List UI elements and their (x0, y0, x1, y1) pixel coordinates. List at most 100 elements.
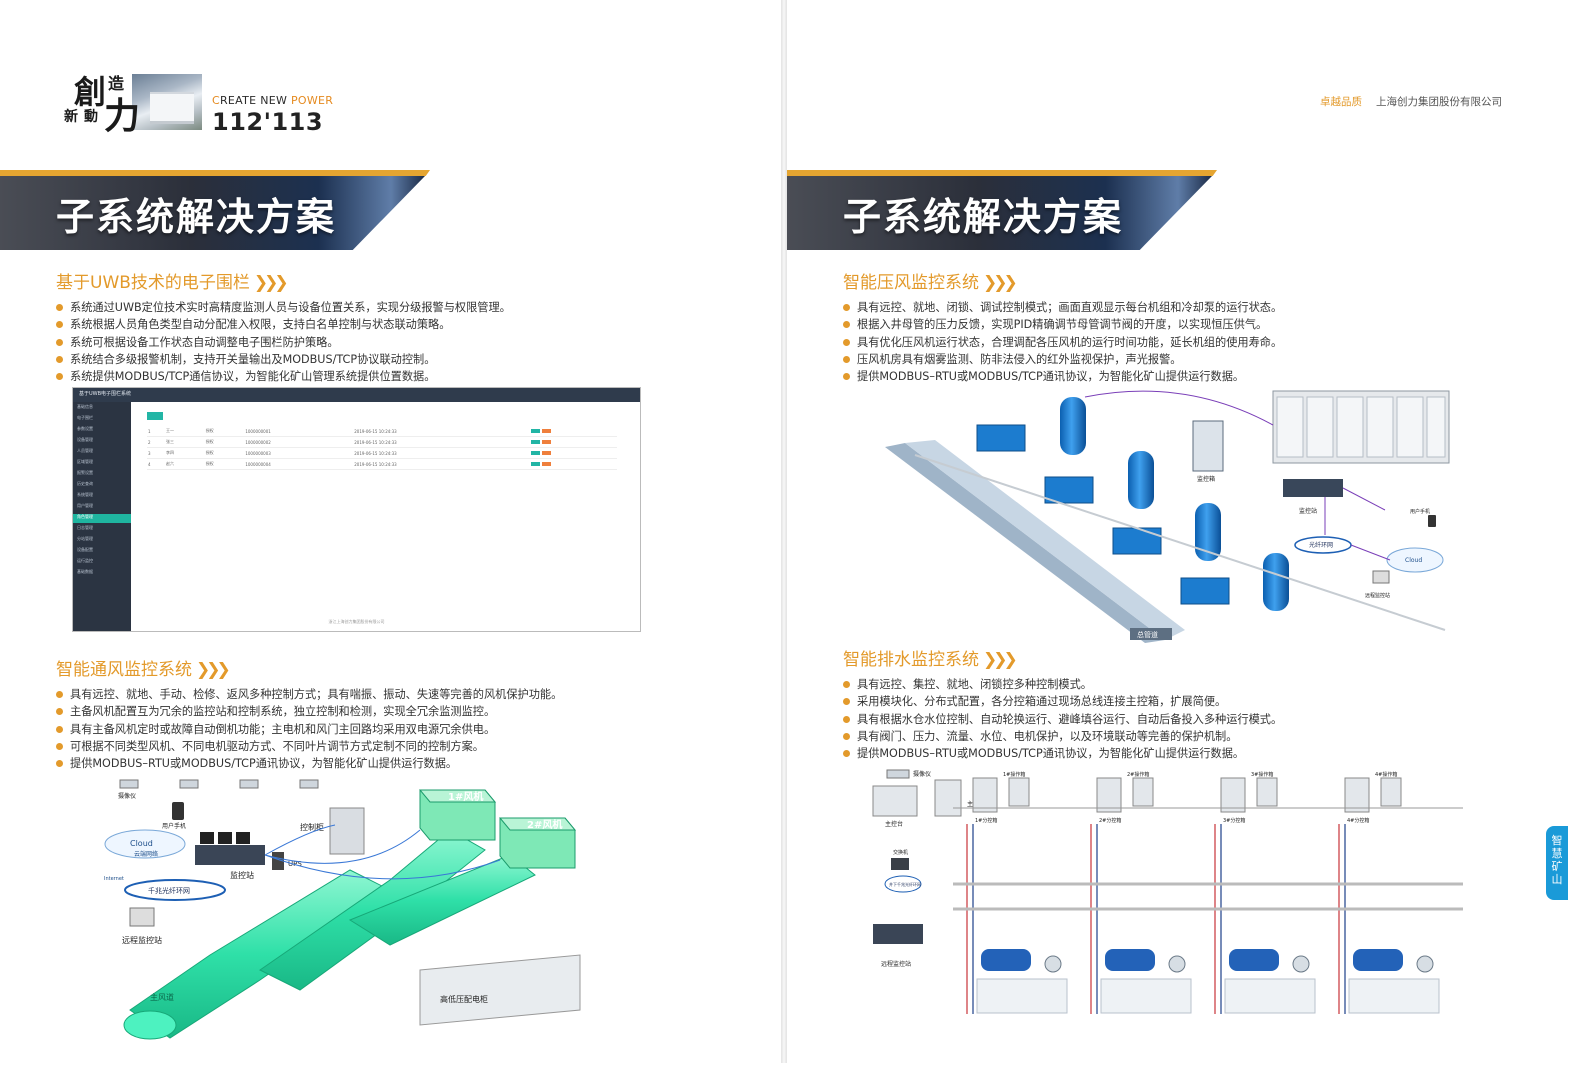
table-cell: 2019-06-15 10:24:33 (353, 447, 530, 459)
admin-menu-item: 电子围栏 (77, 415, 93, 420)
table-cell: 1000000004 (244, 458, 354, 470)
svg-text:光纤环网: 光纤环网 (1309, 541, 1333, 549)
svg-text:2#风机: 2#风机 (527, 818, 562, 831)
svg-text:用户手机: 用户手机 (1410, 508, 1430, 515)
row-actions (529, 436, 617, 448)
svg-text:远程监控站: 远程监控站 (1365, 592, 1390, 599)
bullet-item: 具有优化压风机运行状态，合理调配各压风机的运行时间功能，延长机组的使用寿命。 (843, 334, 1543, 351)
section-title: 智能通风监控系统❯❯❯ (56, 660, 231, 680)
logo-char: 動 (84, 109, 98, 125)
table-cell: 1000000001 (244, 426, 354, 437)
svg-text:控制柜: 控制柜 (300, 822, 324, 832)
air-tank (1195, 503, 1221, 561)
svg-text:主控台: 主控台 (885, 820, 903, 828)
svg-text:监控箱: 监控箱 (1197, 475, 1215, 483)
svg-text:监控站: 监控站 (1299, 507, 1317, 515)
app-title: 基于UWB电子围栏系统 (79, 391, 132, 397)
main-console (872, 785, 918, 817)
branch-duct (259, 829, 486, 991)
svg-text:1#操作箱: 1#操作箱 (1003, 771, 1025, 778)
cloud-icon (104, 829, 186, 859)
admin-menu-item: 分站管理 (77, 536, 93, 541)
drainage-section: 智能排水监控系统❯❯❯ 具有远控、集控、就地、闭锁控多种控制模式。 采用模块化、… (843, 645, 1543, 762)
logo-char: 新 (64, 109, 78, 125)
bullet-item: 具有阀门、压力、流量、水位、电机保护，以及环境联动等完善的保护机制。 (843, 728, 1543, 745)
table-cell: 李四 (165, 447, 205, 459)
camera-icon (179, 779, 199, 789)
bullet-item: 具有远控、就地、闭锁、调试控制模式；画面直观显示每台机组和冷却泵的运行状态。 (843, 299, 1543, 316)
svg-text:4#操作箱: 4#操作箱 (1375, 771, 1397, 778)
admin-menu-item: 设备管理 (77, 437, 93, 442)
camera-icon (119, 779, 139, 789)
main-control-box (934, 779, 962, 817)
row-actions (529, 458, 617, 470)
fan-1: 1#风机 (418, 789, 497, 841)
svg-text:1#风机: 1#风机 (448, 790, 483, 803)
section-title: 智能排水监控系统❯❯❯ (843, 650, 1018, 670)
table-cell: 2 (147, 436, 166, 448)
section-banner: 子系统解决方案 (787, 170, 1217, 250)
admin-menu-item: 日志管理 (77, 525, 93, 530)
bullet-item: 系统结合多级报警机制，支持开关量输出及MODBUS/TCP协议联动控制。 (56, 351, 756, 368)
main-pipe-trench (885, 443, 1165, 643)
svg-text:交换机: 交换机 (893, 849, 908, 856)
pump-column: 4#分控箱 4#操作箱 (1338, 771, 1440, 1014)
building-photo (132, 74, 202, 130)
svg-text:UPS: UPS (288, 860, 302, 868)
svg-text:4#分控箱: 4#分控箱 (1347, 817, 1369, 824)
compressor-diagram: 总管道 监控箱 监控站 光纤环网 Cloud 用户手机 远程监控站 (885, 385, 1455, 645)
remote-station (873, 924, 923, 944)
section-title: 基于UWB技术的电子围栏❯❯❯ (56, 273, 289, 293)
bullet-item: 系统提供MODBUS/TCP通信协议，为智能化矿山管理系统提供位置数据。 (56, 368, 756, 385)
bullet-item: 系统根据人员角色类型自动分配准入权限，支持白名单控制与状态联动策略。 (56, 316, 756, 333)
drainage-diagram: 摄像仪 主控台 主控箱 交换机 井下千兆光纤环网 远程监控站 1#分控箱1#操作… (863, 764, 1473, 1020)
banner-title: 子系统解决方案 (56, 195, 337, 239)
svg-text:2#分控箱: 2#分控箱 (1099, 817, 1121, 824)
svg-text:3#分控箱: 3#分控箱 (1223, 817, 1245, 824)
ups-unit (272, 852, 284, 870)
bullet-item: 提供MODBUS–RTU或MODBUS/TCP通讯协议，为智能化矿山提供运行数据… (843, 745, 1543, 762)
ventilation-section: 智能通风监控系统❯❯❯ 具有远控、就地、手动、检修、返风多种控制方式；具有喘振、… (56, 655, 756, 772)
control-box (1192, 420, 1224, 472)
table-cell: 张三 (165, 436, 205, 448)
table-cell: 2019-06-15 10:24:33 (353, 426, 530, 437)
row-actions (529, 447, 617, 459)
air-tank (1060, 397, 1086, 455)
uwb-admin-screenshot: 基于UWB电子围栏系统 基础信息电子围栏参数设置设备管理人员管理区域管理报警设置… (72, 387, 641, 632)
compressor-unit (1112, 527, 1162, 555)
switch-icon (891, 858, 909, 870)
admin-menu-item: 基础数据 (77, 569, 93, 574)
admin-menu-item: 设备配置 (77, 547, 93, 552)
logo-tagline: CREATE NEW POWER (212, 94, 334, 107)
right-page: 卓越品质上海创力集团股份有限公司 子系统解决方案 智能压风监控系统❯❯❯ 具有远… (787, 0, 1568, 1063)
bullet-item: 压风机房具有烟雾监测、防非法侵入的红外监视保护，声光报警。 (843, 351, 1543, 368)
bullet-item: 采用模块化、分布式配置，各分控箱通过现场总线连接主控箱，扩展简便。 (843, 693, 1543, 710)
bullet-list: 具有远控、就地、闭锁、调试控制模式；画面直观显示每台机组和冷却泵的运行状态。 根… (843, 299, 1543, 385)
svg-text:千兆光纤环网: 千兆光纤环网 (148, 886, 190, 895)
phone-icon (1428, 515, 1436, 527)
left-page: 創 造 新 動 力 CREATE NEW POWER 112'113 子系统解决… (0, 0, 781, 1063)
bullet-item: 具有主备风机定时或故障自动倒机功能；主电机和风门主回路均采用双电源冗余供电。 (56, 721, 756, 738)
table-cell: 4 (147, 458, 166, 470)
table-cell: 3 (147, 447, 166, 459)
table-cell: 1000000003 (244, 447, 354, 459)
ring-net (884, 875, 922, 893)
svg-text:远程监控站: 远程监控站 (122, 935, 162, 945)
bullet-list: 系统通过UWB定位技术实时高精度监测人员与设备位置关系，实现分级报警与权限管理。… (56, 299, 756, 385)
side-tab-smart-mining: 智 慧 矿 山 (1546, 826, 1568, 900)
main-duct (129, 869, 391, 1039)
logo-number: 112'113 (212, 108, 324, 136)
camera-icon (299, 779, 319, 789)
bullet-item: 可根据不同类型风机、不同电机驱动方式、不同叶片调节方式定制不同的控制方案。 (56, 738, 756, 755)
svg-text:摄像仪: 摄像仪 (913, 770, 931, 778)
admin-menu-item: 人员管理 (77, 448, 93, 453)
section-banner: 子系统解决方案 (0, 170, 430, 250)
admin-menu-item: 系统管理 (77, 492, 93, 497)
air-tank (1128, 451, 1154, 509)
admin-menu-item: 运行监控 (77, 558, 93, 563)
